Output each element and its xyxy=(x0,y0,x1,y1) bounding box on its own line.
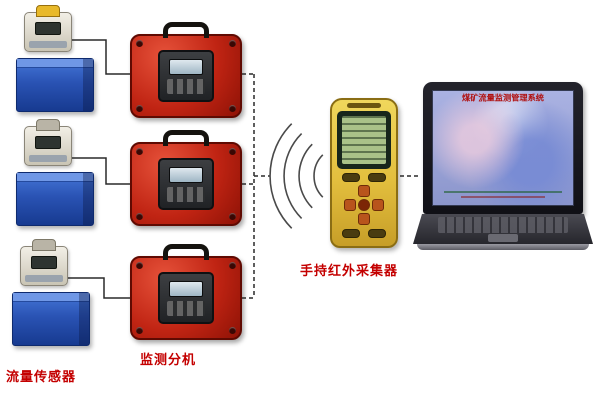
signal-arc xyxy=(283,133,303,219)
flow-transmitter xyxy=(24,12,72,52)
flow-sensor-1 xyxy=(16,12,106,116)
signal-arc xyxy=(313,154,324,198)
handheld-lcd xyxy=(342,116,386,164)
label-monitor-unit: 监测分机 xyxy=(140,353,197,368)
panel-keys xyxy=(167,79,205,94)
laptop: 煤矿流量监测管理系统 xyxy=(413,82,593,252)
dpad-left-key xyxy=(344,199,356,211)
screen-text-line xyxy=(461,196,545,198)
control-panel xyxy=(158,50,214,102)
laptop-screen-bezel: 煤矿流量监测管理系统 xyxy=(423,82,583,214)
function-key xyxy=(368,173,386,182)
transmitter-display xyxy=(35,22,61,35)
flow-sensor-2 xyxy=(16,126,106,230)
screen-text-line xyxy=(444,191,562,193)
transmitter-display xyxy=(31,256,57,269)
function-key xyxy=(368,229,386,238)
function-key xyxy=(342,173,360,182)
dpad-up-key xyxy=(358,185,370,197)
transmitter-band xyxy=(29,155,67,162)
corner-screw xyxy=(136,327,143,334)
software-title: 煤矿流量监测管理系统 xyxy=(462,94,544,104)
wireless-signal-icon xyxy=(269,123,324,229)
dashed-bus-line xyxy=(242,73,270,299)
case-handle xyxy=(163,244,209,260)
signal-arc xyxy=(269,123,293,229)
control-panel xyxy=(158,272,214,324)
transmitter-band xyxy=(29,41,67,48)
corner-screw xyxy=(229,327,236,334)
monitor-unit-3 xyxy=(130,244,242,340)
monitor-unit-1 xyxy=(130,22,242,118)
corner-screw xyxy=(229,148,236,155)
signal-arc xyxy=(298,143,313,209)
handheld-dpad xyxy=(344,185,384,225)
corner-screw xyxy=(229,213,236,220)
dpad-right-key xyxy=(372,199,384,211)
laptop-foot xyxy=(417,244,589,250)
corner-screw xyxy=(136,213,143,220)
corner-screw xyxy=(229,105,236,112)
case-handle xyxy=(163,22,209,38)
case-handle xyxy=(163,130,209,146)
handheld-screen-bezel xyxy=(337,111,391,169)
corner-screw xyxy=(136,148,143,155)
corner-screw xyxy=(136,262,143,269)
laptop-keyboard-base xyxy=(413,214,593,244)
infrared-port xyxy=(347,103,381,108)
transmitter-display xyxy=(35,136,61,149)
handheld-bottom-keys xyxy=(342,229,386,238)
laptop-touchpad xyxy=(488,234,518,242)
laptop-display: 煤矿流量监测管理系统 xyxy=(432,90,574,206)
monitor-unit-2 xyxy=(130,130,242,226)
handheld-collector xyxy=(330,98,398,248)
function-key xyxy=(342,229,360,238)
flow-sensor-3 xyxy=(12,246,102,350)
sensor-tank xyxy=(12,292,90,346)
corner-screw xyxy=(136,40,143,47)
dpad-center-key xyxy=(358,199,370,211)
control-panel xyxy=(158,158,214,210)
flow-transmitter xyxy=(20,246,68,286)
transmitter-band xyxy=(25,275,63,282)
panel-display xyxy=(169,281,203,297)
corner-screw xyxy=(229,262,236,269)
panel-display xyxy=(169,167,203,183)
label-handheld-collector: 手持红外采集器 xyxy=(300,264,399,279)
label-flow-sensor: 流量传感器 xyxy=(6,370,77,385)
handheld-function-keys xyxy=(342,173,386,182)
corner-screw xyxy=(136,105,143,112)
sensor-tank xyxy=(16,58,94,112)
panel-display xyxy=(169,59,203,75)
corner-screw xyxy=(229,40,236,47)
panel-keys xyxy=(167,187,205,202)
flow-transmitter xyxy=(24,126,72,166)
laptop-keyboard xyxy=(438,217,568,233)
dpad-down-key xyxy=(358,213,370,225)
panel-keys xyxy=(167,301,205,316)
sensor-tank xyxy=(16,172,94,226)
